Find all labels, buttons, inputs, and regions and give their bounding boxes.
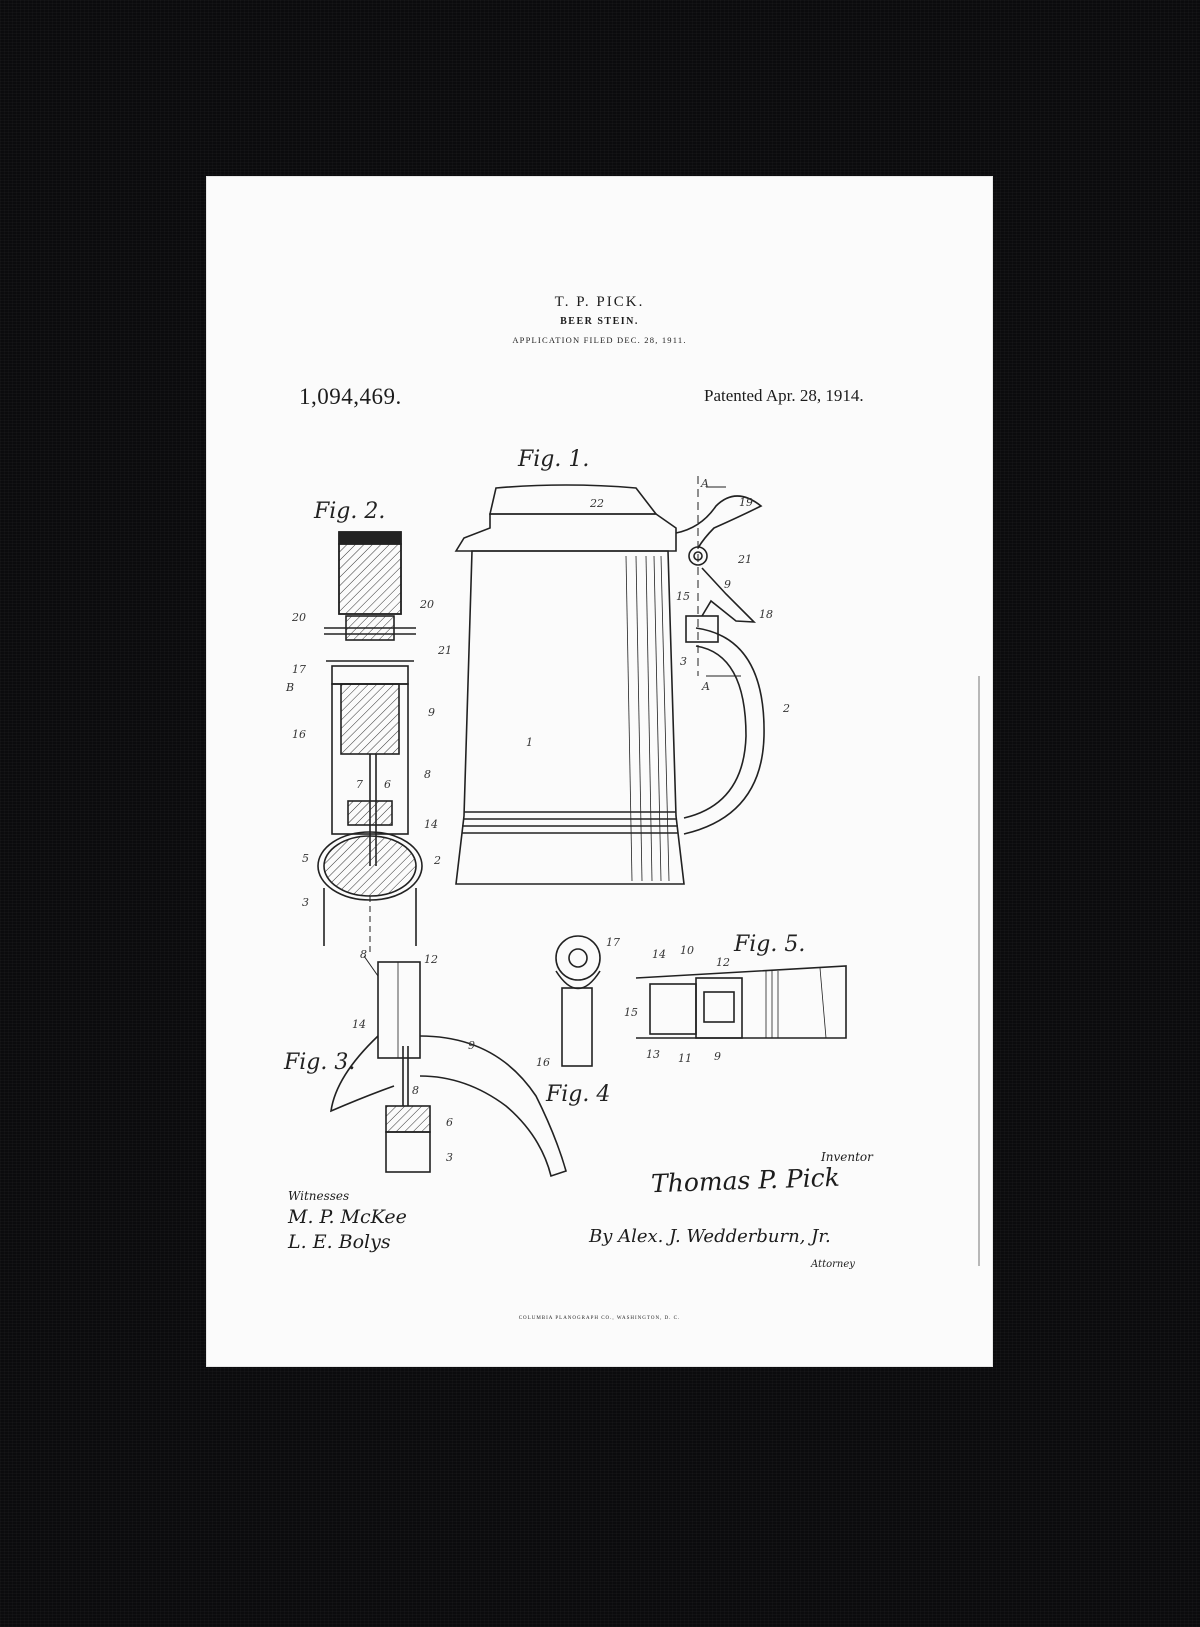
ref-7: 7 [356,778,363,791]
ref-15-fig5: 15 [624,1006,638,1019]
ref-10: 10 [680,944,694,957]
patented-date: Patented Apr. 28, 1914. [704,386,864,405]
fig2-section-drawing [317,531,423,954]
ref-20-right: 20 [419,598,434,611]
witnesses-label: Witnesses [288,1189,350,1203]
witness-signature-1: M. P. McKee [288,1206,407,1228]
stein-thumb-lever [675,495,763,549]
ref-12-fig3: 12 [424,953,438,966]
stein-handle-inner [683,645,747,819]
ref-6-fig3: 6 [446,1116,453,1129]
ref-13: 13 [646,1048,660,1061]
inventor-name-header: T. P. PICK. [554,294,645,310]
fig3-label: Fig. 3. [283,1050,355,1075]
ref-1: 1 [526,736,533,749]
fig5-label: Fig. 5. [733,932,805,957]
ref-21-fig2: 21 [437,644,452,657]
ref-19: 19 [739,496,753,509]
inventor-label: Inventor [821,1150,873,1164]
ref-2-fig1: 2 [782,702,790,715]
fig1-label: Fig. 1. [517,447,589,472]
stein-body [455,550,685,885]
fig5-drawing [635,965,847,1039]
ref-3-fig2: 3 [302,896,309,909]
witness-signature-2: L. E. Bolys [288,1231,391,1253]
fig2-label: Fig. 2. [313,499,385,524]
ref-b: B [285,681,294,694]
ref-17-fig4: 17 [606,936,620,949]
attorney-signature: By Alex. J. Wedderburn, Jr. [589,1226,831,1247]
fig1-stein-drawing [454,476,765,885]
patent-drawing: Fig. 1. Fig. 2. Fig. 3. Fig. 4 Fig. 5. [283,447,980,1266]
patent-number: 1,094,469. [299,384,402,409]
ref-3-fig3: 3 [446,1151,453,1164]
ref-3-fig1: 3 [680,655,687,668]
ref-21-fig1: 21 [737,553,752,566]
ref-16-fig2: 16 [292,728,306,741]
patent-sheet: T. P. PICK. BEER STEIN. APPLICATION FILE… [206,176,993,1367]
ref-20-left: 20 [291,611,306,624]
ref-17-fig2: 17 [292,663,306,676]
ref-4: 14 [424,818,438,831]
stein-latch [701,567,757,623]
fig3-drawing [330,955,567,1178]
application-filed-date: APPLICATION FILED DEC. 28, 1911. [512,335,687,345]
ref-9-fig1: 9 [724,578,731,591]
ref-12-fig5: 12 [716,956,730,969]
printer-imprint: COLUMBIA PLANOGRAPH CO., WASHINGTON, D. … [518,1316,681,1321]
ref-a-bottom: A [701,680,710,693]
ref-16-fig4: 16 [536,1056,550,1069]
patent-subject: BEER STEIN. [560,316,639,327]
ref-11: 11 [678,1052,692,1065]
ref-8-fig3-top: 8 [360,948,367,961]
reference-numerals: 22 A 19 21 9 15 18 3 A 2 1 20 20 21 17 B… [285,477,790,1164]
ref-6-fig2: 6 [384,778,391,791]
ref-14-fig5: 14 [652,948,666,961]
ref-22: 22 [589,497,604,510]
ref-8-fig2: 8 [424,768,431,781]
ref-8-fig3: 8 [412,1084,419,1097]
ref-18: 18 [759,608,773,621]
fig4-label: Fig. 4 [545,1082,610,1107]
ref-14-fig3: 14 [352,1018,366,1031]
ref-a-top: A [700,477,709,490]
ref-2-fig2: 2 [433,854,441,867]
stein-lid [488,484,658,515]
ref-5: 5 [302,852,309,865]
stein-lid-base [454,513,677,552]
fig4-drawing [555,935,601,1067]
ref-9-fig5: 9 [714,1050,721,1063]
stein-handle-outer [683,627,765,835]
ref-9-fig2: 9 [428,706,435,719]
attorney-label: Attorney [811,1259,855,1270]
ref-9-fig3: 9 [468,1039,475,1052]
ref-15-fig1: 15 [676,590,690,603]
